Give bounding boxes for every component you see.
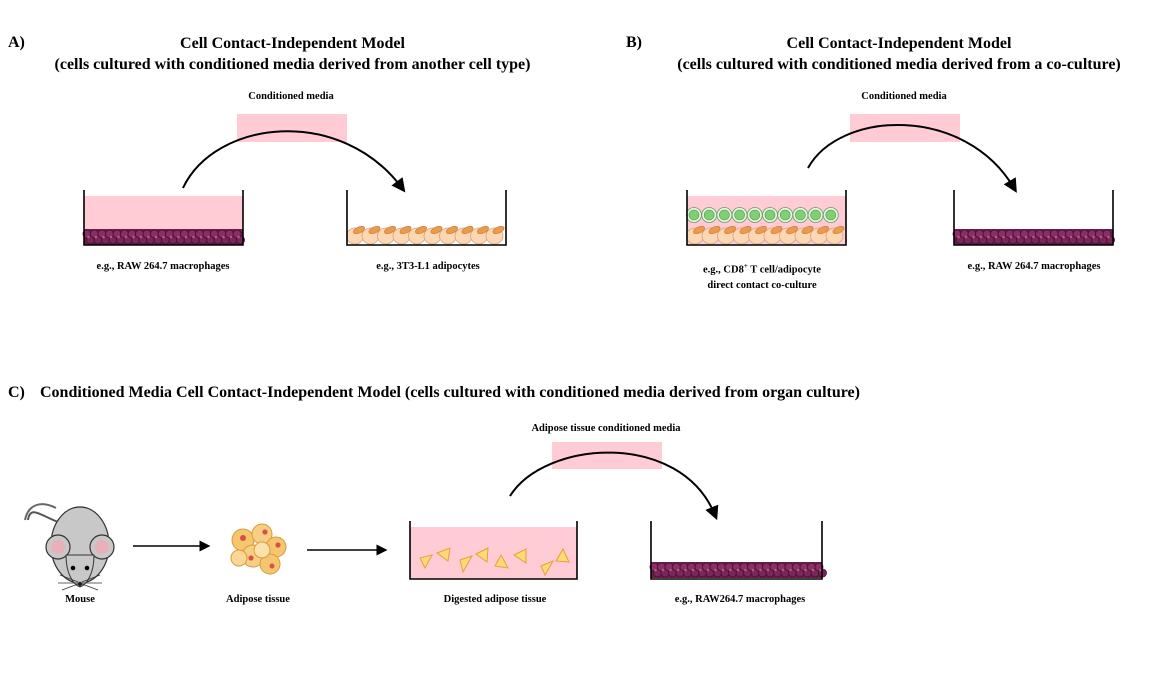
panel-c-title: Conditioned Media Cell Contact-Independe…: [40, 384, 860, 401]
panel-b-title-line1: Cell Contact-Independent Model: [786, 35, 1012, 52]
panel-a-left-caption: e.g., RAW 264.7 macrophages: [96, 261, 230, 272]
panel-c-macrophage-caption: e.g., RAW264.7 macrophages: [674, 594, 806, 605]
panel-b-right-caption: e.g., RAW 264.7 macrophages: [967, 261, 1101, 272]
panel-a-macrophage-layer: [82, 229, 245, 245]
panel-b-left-dish: [686, 190, 847, 246]
panel-c-macrophage-layer: [649, 562, 827, 578]
panel-b-macrophage-layer: [952, 229, 1115, 245]
panel-b-caption-post: T cell/adipocyte: [747, 264, 821, 276]
mouse-icon: [24, 503, 115, 591]
panel-b-left-caption: e.g., CD8+ T cell/adipocyte direct conta…: [667, 259, 857, 293]
tissue-fragments: [419, 547, 570, 577]
digested-tissue-caption: Digested adipose tissue: [443, 594, 547, 605]
panel-c-media-box: [552, 442, 662, 469]
panel-a-title-line2: (cells cultured with conditioned media d…: [54, 56, 531, 73]
mouse-caption: Mouse: [65, 594, 95, 605]
panel-a-adipocyte-layer: [346, 225, 505, 245]
panel-b-left-caption-line2: direct contact co-culture: [707, 279, 817, 291]
panel-b-title-line2: (cells cultured with conditioned media d…: [677, 56, 1121, 73]
panel-b-media-label: Conditioned media: [861, 91, 947, 102]
panel-a-right-dish: [346, 190, 507, 246]
panel-a-right-caption: e.g., 3T3-L1 adipocytes: [376, 261, 480, 272]
panel-b-caption-pre: e.g., CD8: [703, 264, 744, 276]
panel-b-label: B): [626, 34, 642, 51]
panel-b-arrow: [807, 123, 1017, 193]
panel-b-caption-sup: +: [743, 262, 748, 270]
adipose-tissue-icon: [230, 523, 287, 575]
panel-c-media-label: Adipose tissue conditioned media: [531, 423, 681, 434]
panel-b-title: Cell Contact-Independent Model (cells cu…: [640, 33, 1158, 75]
panel-a-arrow: [182, 130, 406, 193]
panel-b-coculture-layer: [686, 207, 845, 245]
panel-a-title: Cell Contact-Independent Model (cells cu…: [20, 33, 565, 75]
panel-b-left-caption-line1: e.g., CD8+ T cell/adipocyte: [667, 259, 857, 278]
panel-b-right-dish: [952, 190, 1115, 246]
panel-c-macrophage-dish: [649, 521, 827, 580]
adipose-tissue-caption: Adipose tissue: [226, 594, 290, 605]
panel-a-left-dish: [82, 190, 245, 246]
panel-a-label: A): [8, 34, 25, 51]
panel-a-title-line1: Cell Contact-Independent Model: [180, 35, 405, 52]
digested-tissue-dish: [409, 521, 578, 580]
panel-c-arrow: [509, 451, 719, 521]
panel-a-media-label: Conditioned media: [248, 91, 334, 102]
panel-c-label: C): [8, 384, 25, 401]
